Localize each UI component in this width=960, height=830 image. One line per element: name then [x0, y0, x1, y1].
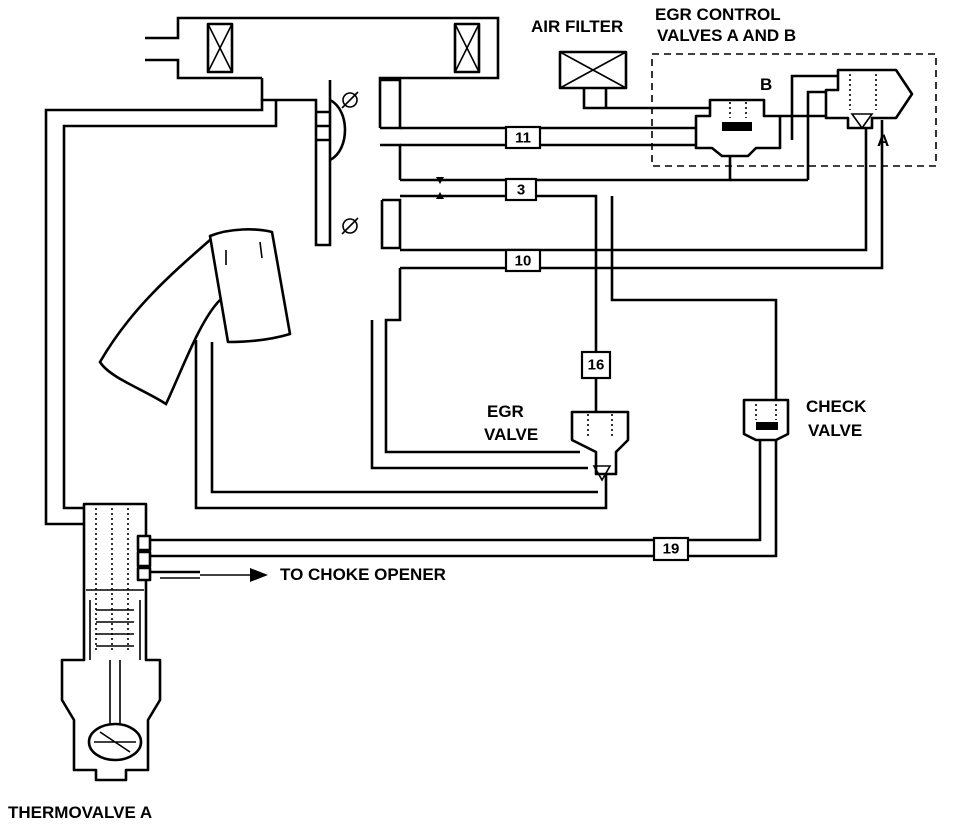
egr-control-group	[558, 50, 937, 167]
air-filter-label: AIR FILTER	[531, 17, 624, 36]
hose-tag-10	[504, 248, 542, 273]
egr-valve-label-line1: EGR	[487, 402, 524, 421]
hose-number-19: 19	[662, 540, 680, 558]
check-valve-label-line1: CHECK	[806, 397, 867, 416]
check-valve-label-line2: VALVE	[808, 421, 863, 440]
hose-routing	[44, 74, 884, 582]
hose-tags	[504, 125, 690, 562]
check-valve	[742, 398, 790, 442]
valve-a-label: A	[877, 131, 890, 150]
intake-elbow	[98, 228, 292, 406]
hose-tag-19	[652, 536, 690, 562]
egr-control-label-line2: VALVES A AND B	[657, 26, 797, 45]
egr-valve-label-line2: VALVE	[484, 425, 539, 444]
hose-number-3: 3	[516, 181, 526, 199]
carburetor	[260, 78, 402, 250]
thermovalve-label: THERMOVALVE A	[8, 803, 153, 822]
thermovalve-a	[60, 502, 162, 782]
hose-tag-11	[504, 125, 542, 150]
hose-tag-16	[580, 350, 612, 380]
hose-tag-3	[504, 177, 538, 202]
valve-b-label: B	[760, 75, 773, 94]
hose-number-11: 11	[515, 129, 531, 147]
choke-opener-label: TO CHOKE OPENER	[280, 565, 446, 584]
air-cleaner	[145, 16, 500, 128]
hose-number-10: 10	[514, 252, 532, 270]
egr-valve	[570, 410, 630, 482]
hose-number-16: 16	[587, 356, 605, 374]
egr-control-label-line1: EGR CONTROL	[655, 5, 781, 24]
